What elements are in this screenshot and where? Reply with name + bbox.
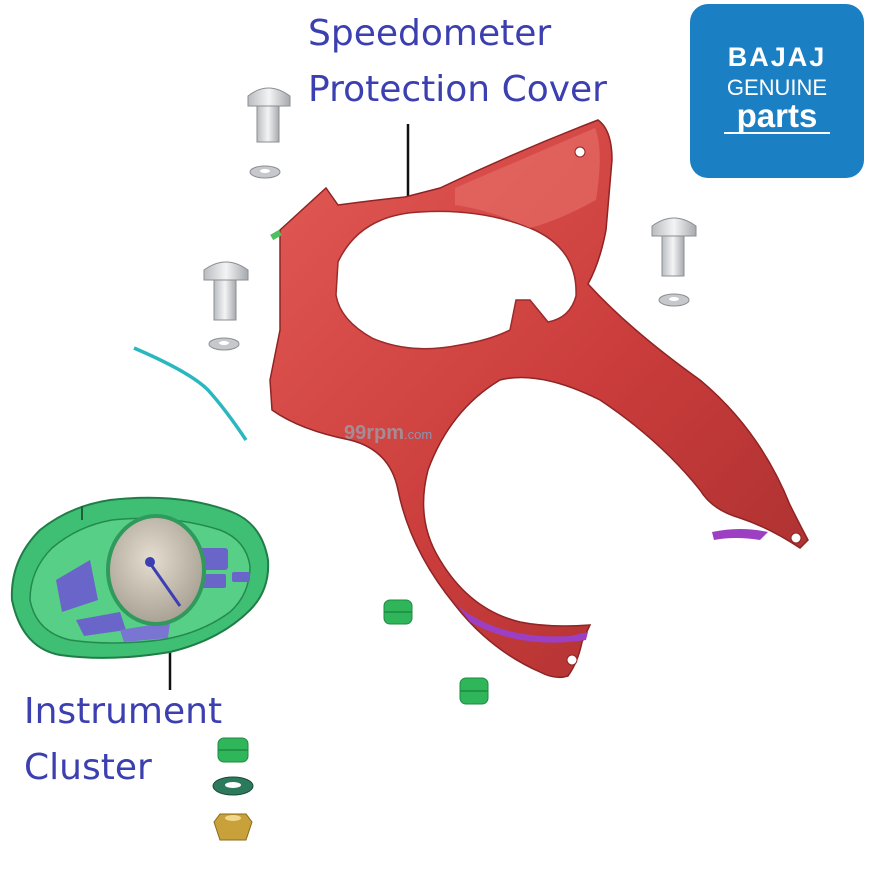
watermark-suffix: .com (404, 427, 433, 442)
rubber-grommet-3 (217, 737, 249, 763)
logo-genuine: GENUINE (726, 75, 828, 100)
bajaj-genuine-parts-logo: BAJAJ GENUINE parts (690, 4, 864, 178)
cover-label-line1: Speedometer (308, 13, 552, 54)
brass-nut (213, 813, 253, 841)
cluster-label-line2: Cluster (24, 747, 152, 788)
cluster-label-line1: Instrument (24, 691, 223, 732)
logo-parts: parts (736, 97, 818, 134)
speedometer-cable (133, 346, 248, 441)
watermark-main: 99rpm (344, 422, 405, 444)
instrument-cluster-label: Instrument Cluster (24, 684, 222, 796)
mounting-bolt-2 (203, 261, 249, 351)
cover-label-line2: Protection Cover (308, 69, 607, 110)
speedometer-protection-cover-label: Speedometer Protection Cover (308, 6, 607, 118)
mounting-bolt-1 (247, 87, 291, 179)
rubber-grommet-2 (459, 677, 489, 705)
speedometer-protection-cover (269, 119, 809, 679)
logo-swoosh (724, 132, 830, 134)
washer (212, 776, 254, 796)
mounting-bolt-3 (651, 217, 697, 307)
instrument-cluster (10, 496, 270, 659)
logo-brand: BAJAJ (727, 42, 827, 72)
watermark: 99rpm.com (344, 422, 432, 445)
rubber-grommet-1 (383, 599, 413, 625)
